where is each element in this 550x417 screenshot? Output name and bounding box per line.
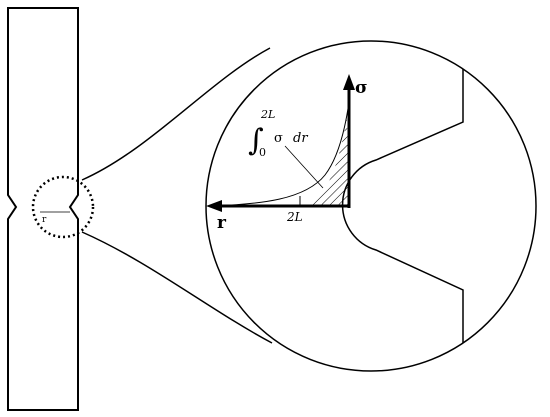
r-axis-arrowhead: [206, 200, 222, 212]
integrand-dr: dr: [293, 131, 308, 146]
integral-sign: ∫: [248, 123, 264, 158]
notched-specimen: [7, 7, 79, 411]
stress-distribution-curve: [213, 101, 350, 207]
r-axis-label: r: [217, 213, 227, 233]
integrand-sigma: σ: [274, 131, 283, 146]
tick-2L-label: 2L: [286, 210, 303, 224]
sigma-axis-label: σ: [355, 78, 368, 98]
integral-upper-limit: 2L: [260, 108, 275, 121]
integral-hatched-area: [300, 118, 349, 206]
integral-leader-line: [284, 145, 324, 189]
upper-tangent-line: [81, 47, 271, 181]
small-r-label: r: [42, 215, 47, 225]
integral-lower-limit: 0: [259, 146, 266, 159]
notch-detail-circle: [31, 175, 95, 239]
lower-tangent-line: [81, 231, 273, 344]
sigma-axis-arrowhead: [343, 74, 355, 90]
